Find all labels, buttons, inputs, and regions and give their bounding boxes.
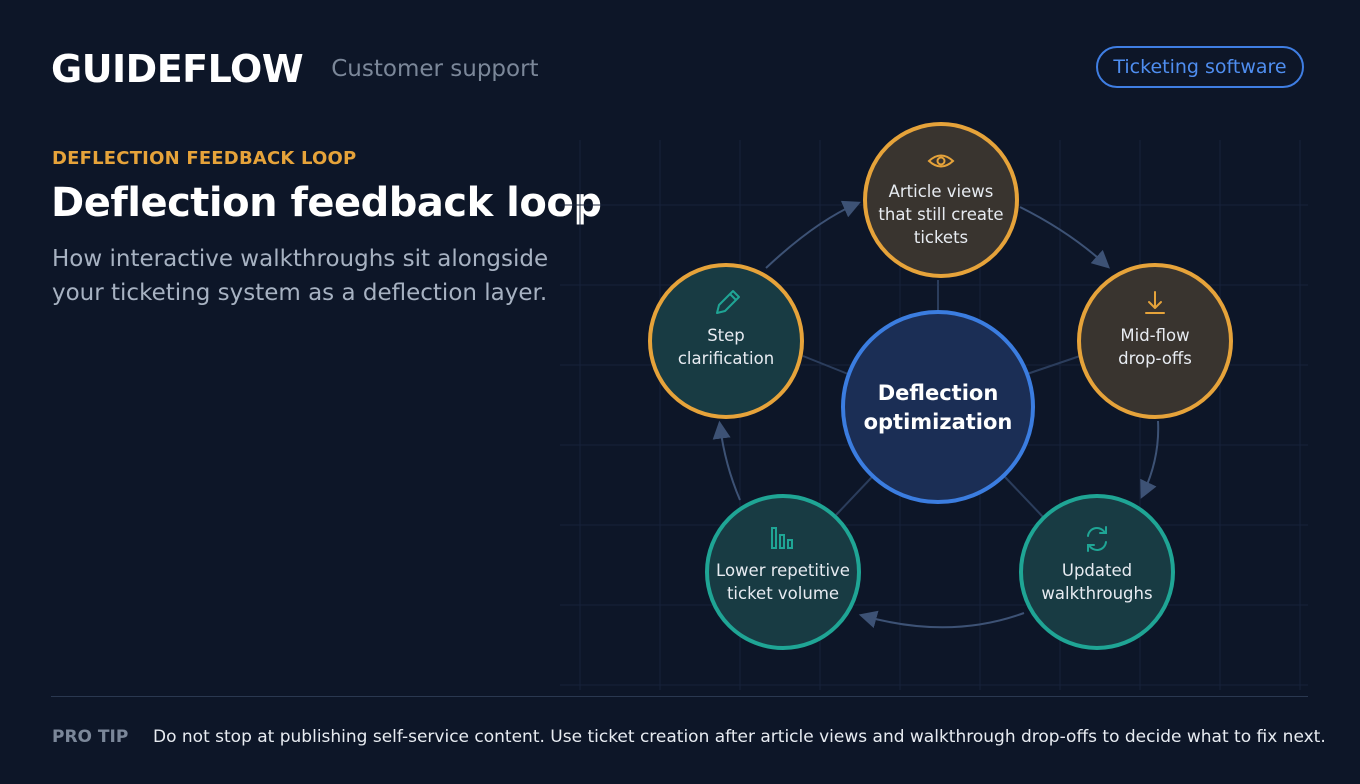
node-step-line-1: Step — [707, 326, 745, 345]
spoke-lines — [802, 280, 1081, 519]
ticketing-software-tag[interactable]: Ticketing software — [1096, 46, 1304, 88]
arrow-dropoffs-to-updated — [1140, 420, 1160, 499]
eyebrow: DEFLECTION FEEDBACK LOOP — [52, 148, 357, 169]
pro-tip-label: PRO TIP — [52, 727, 129, 747]
center-node: Deflection optimization — [841, 310, 1035, 504]
node-mid-flow-drop-offs: Mid-flow drop-offs — [1077, 263, 1233, 419]
refresh-icon — [1087, 526, 1107, 552]
center-label-line-1: Deflection — [878, 381, 999, 405]
header: GUIDEFLOW Customer support — [51, 44, 539, 94]
pro-tip-text: Do not stop at publishing self-service c… — [153, 727, 1326, 747]
node-lower-ticket-volume: Lower repetitive ticket volume — [705, 494, 861, 650]
arrow-views-to-dropoffs — [1019, 206, 1110, 269]
eye-icon — [927, 154, 955, 168]
node-lower-volume-line-2: ticket volume — [727, 584, 839, 603]
node-article-views-line-2: that still create — [878, 205, 1003, 224]
node-updated-walkthroughs: Updated walkthroughs — [1019, 494, 1175, 650]
section-label: Customer support — [331, 56, 539, 82]
node-step-clarification: Step clarification — [648, 263, 804, 419]
download-icon — [1145, 291, 1165, 314]
page-subtitle: How interactive walkthroughs sit alongsi… — [52, 246, 549, 306]
node-updated-line-1: Updated — [1062, 561, 1132, 580]
arrow-updated-to-lower — [858, 610, 1025, 629]
node-article-views: Article views that still create tickets — [863, 122, 1019, 278]
center-label-line-2: optimization — [864, 410, 1013, 434]
node-step-line-2: clarification — [678, 349, 774, 368]
arrow-step-to-views — [765, 200, 861, 269]
cycle-arrows — [712, 200, 1160, 629]
page-title: Deflection feedback loop — [51, 180, 602, 226]
footer-divider — [51, 696, 1308, 697]
node-mid-flow-line-2: drop-offs — [1118, 349, 1192, 368]
node-article-views-line-1: Article views — [889, 182, 994, 201]
node-mid-flow-line-1: Mid-flow — [1120, 326, 1189, 345]
bar-chart-icon — [771, 527, 793, 549]
node-lower-volume-line-1: Lower repetitive — [716, 561, 850, 580]
node-article-views-line-3: tickets — [914, 228, 968, 247]
logo: GUIDEFLOW — [51, 47, 304, 91]
arrow-lower-to-step — [712, 420, 741, 501]
pencil-icon — [716, 290, 740, 314]
node-updated-line-2: walkthroughs — [1041, 584, 1152, 603]
